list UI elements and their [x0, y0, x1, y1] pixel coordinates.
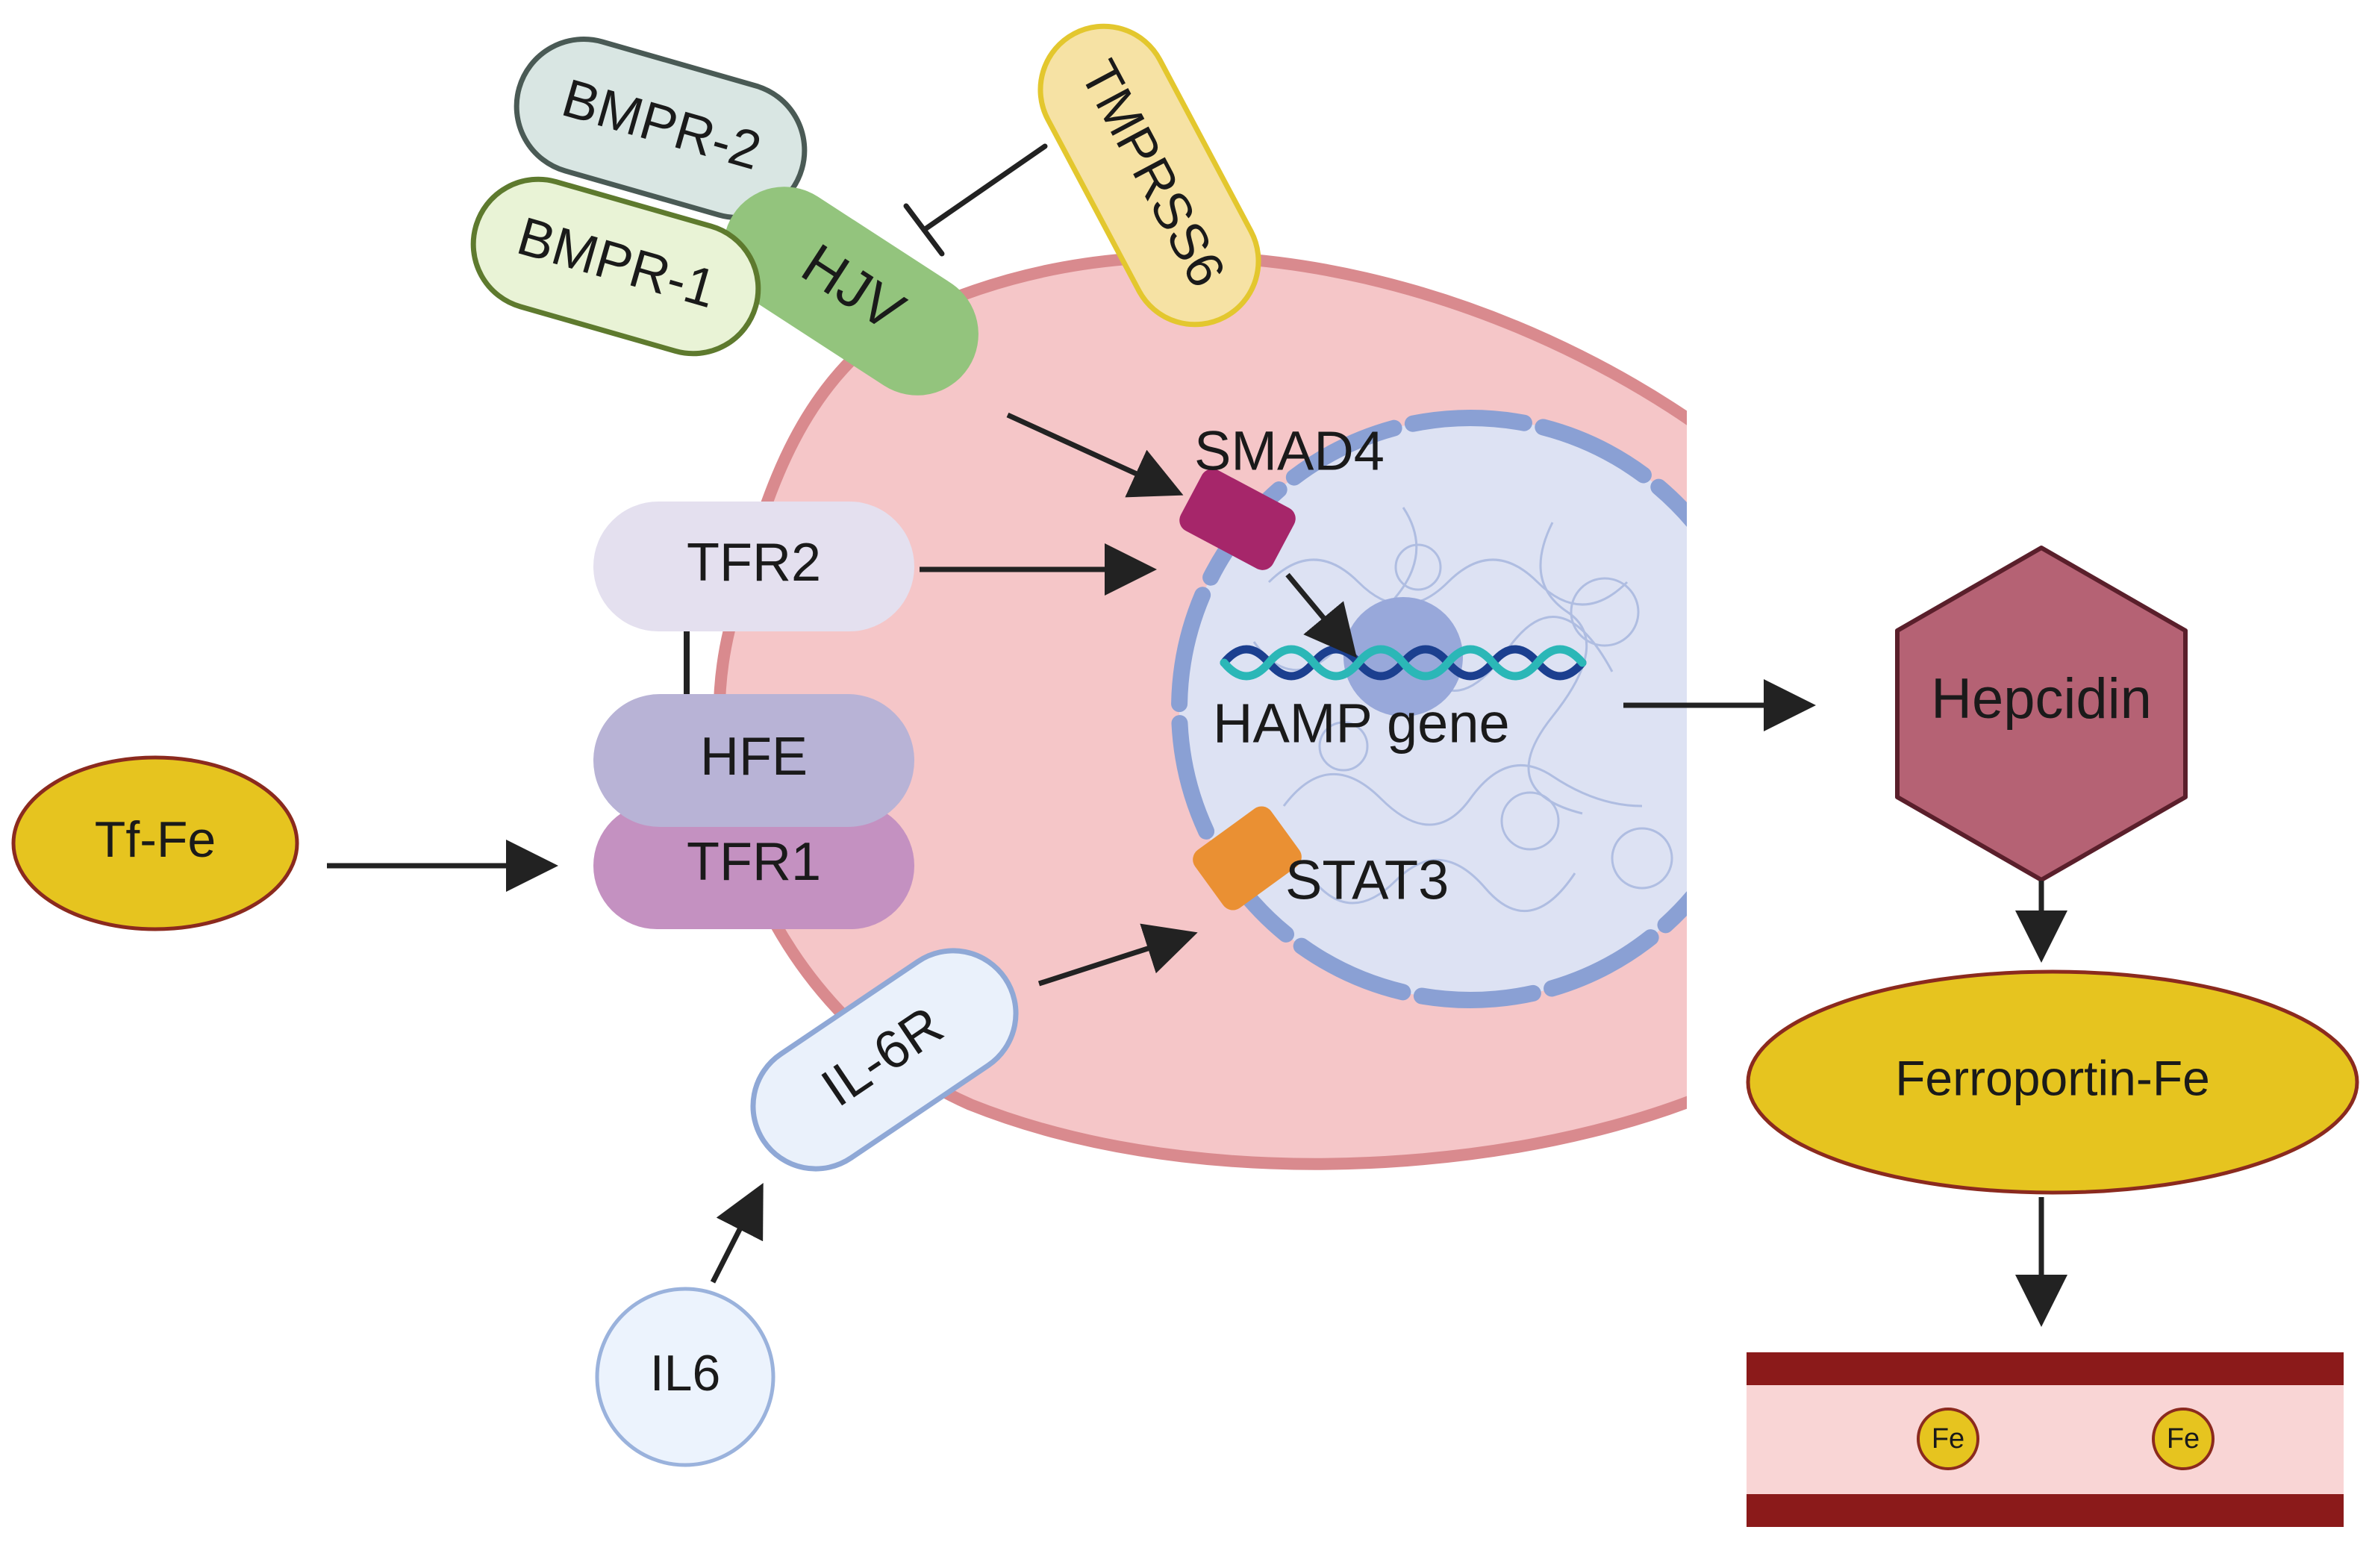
ferroportin-fe-label: Ferroportin-Fe [1895, 1050, 2210, 1105]
smad4-label: SMAD4 [1194, 420, 1385, 482]
hfe-label: HFE [700, 727, 808, 787]
tfr2-receptor: TFR2 [593, 502, 914, 631]
bmpr2-receptor: BMPR-2 [514, 37, 808, 220]
iron-particle-label: Fe [1932, 1423, 1964, 1455]
stat3-protein [1193, 806, 1302, 910]
il6-cytokine: IL6 [595, 1287, 775, 1467]
hepcidin-label: Hepcidin [1931, 667, 2152, 731]
hfe-protein: HFE [593, 694, 914, 827]
il6-receptor: IL-6R [750, 948, 1019, 1172]
nuclear-envelope [1171, 410, 1687, 1008]
dna-helix [1220, 645, 1587, 681]
iron-particle-label: Fe [2167, 1423, 2200, 1455]
arrow-hjv-to-smad4 [1006, 412, 1184, 498]
tf-fe-label: Tf-Fe [95, 811, 216, 868]
hjv-protein: HJV [723, 187, 979, 396]
il6-label: IL6 [650, 1345, 721, 1402]
ferroportin-fe-complex: Ferroportin-Fe [1746, 969, 2359, 1195]
hamp-gene-label: HAMP gene [1213, 693, 1510, 755]
arrows [327, 412, 2067, 1327]
tfr1-label: TFR1 [687, 832, 821, 892]
smad4-protein [1179, 469, 1296, 570]
hepcidin-peptide: Hepcidin [1895, 546, 2188, 882]
bmpr1-receptor: BMPR-1 [470, 176, 761, 357]
arrow-il6r-to-stat3 [1037, 923, 1198, 987]
iron-particle [1917, 1408, 1979, 1470]
tmprss6-inhibits-hjv [903, 143, 1048, 257]
iron-particle [2152, 1408, 2215, 1470]
stat3-label: STAT3 [1285, 849, 1449, 911]
tfr2-label: TFR2 [687, 533, 821, 593]
tf-fe-complex: Tf-Fe [11, 755, 299, 931]
arrow-smad4-to-hamp [1285, 572, 1357, 658]
tfr1-receptor: TFR1 [593, 802, 914, 929]
arrow-il6-to-il6r [710, 1183, 764, 1284]
nucleus-body [1179, 418, 1687, 1000]
blood-vessel: Fe Fe [1747, 1352, 2344, 1527]
